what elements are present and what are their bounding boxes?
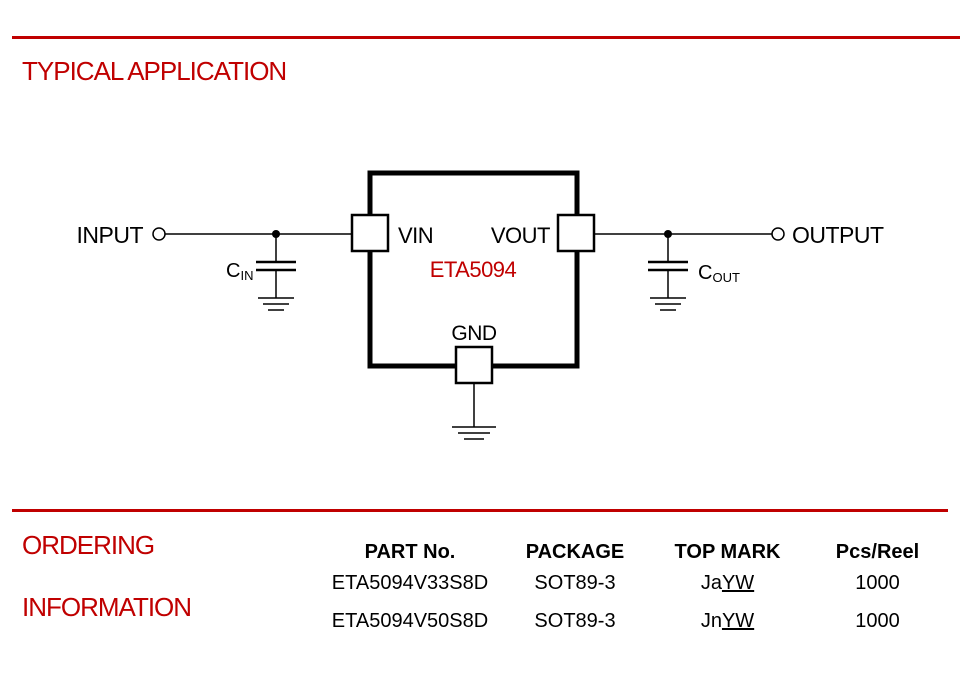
- chip-name: ETA5094: [430, 257, 517, 282]
- output-terminal: [771, 227, 785, 241]
- top-mark-cell: JaYW: [650, 564, 805, 602]
- top-mark-prefix: Jn: [700, 609, 722, 632]
- pcs-reel-cell: 1000: [855, 571, 900, 594]
- ordering-title-line1: ORDERING: [22, 530, 155, 560]
- header-package: PACKAGE: [525, 541, 625, 563]
- top-mark-prefix: Ja: [700, 571, 722, 594]
- pcs-reel-cell: 1000: [855, 609, 900, 632]
- cin-junction-dot: [272, 230, 280, 238]
- vout-pin-label: VOUT: [491, 223, 550, 248]
- ordering-header-row: PART No. PACKAGE TOP MARK Pcs/Reel: [320, 532, 950, 564]
- cin-label-sub: IN: [240, 268, 253, 283]
- vin-pin-label: VIN: [398, 223, 433, 248]
- ordering-divider: [12, 509, 948, 512]
- cin-capacitor: [256, 260, 296, 272]
- header-pcs-reel: Pcs/Reel: [835, 541, 920, 563]
- output-label: OUTPUT: [792, 222, 884, 248]
- table-row: ETA5094V33S8D SOT89-3 JaYW 1000: [320, 564, 950, 602]
- package-cell: SOT89-3: [534, 609, 616, 632]
- package-cell: SOT89-3: [534, 571, 616, 594]
- gnd-pin-label: GND: [451, 322, 497, 345]
- schematic-wires: [165, 233, 772, 440]
- part-number-cell: ETA5094V50S8D: [331, 609, 489, 632]
- table-row: ETA5094V50S8D SOT89-3 JnYW 1000: [320, 602, 950, 640]
- vout-pin: [556, 213, 596, 253]
- header-top-mark: TOP MARK: [674, 541, 781, 563]
- cin-label-main: C: [226, 260, 240, 282]
- input-terminal: [152, 227, 166, 241]
- gnd-pin: [454, 345, 494, 385]
- top-mark-suffix: YW: [721, 571, 755, 594]
- input-label: INPUT: [77, 222, 144, 248]
- top-mark-cell: JnYW: [650, 602, 805, 640]
- cout-label: COUT: [698, 262, 740, 285]
- cout-label-main: C: [698, 262, 712, 284]
- top-divider: [12, 36, 960, 39]
- cout-capacitor: [648, 260, 688, 272]
- vin-pin: [350, 213, 390, 253]
- cout-junction-dot: [664, 230, 672, 238]
- cout-label-sub: OUT: [712, 270, 740, 285]
- typical-application-title: TYPICAL APPLICATION: [22, 56, 287, 86]
- header-part-no: PART No.: [364, 541, 456, 563]
- ordering-table: PART No. PACKAGE TOP MARK Pcs/Reel ETA50…: [320, 532, 950, 640]
- ordering-title-line2: INFORMATION: [22, 592, 192, 622]
- cin-label: CIN: [226, 260, 253, 283]
- top-mark-suffix: YW: [721, 609, 755, 632]
- part-number-cell: ETA5094V33S8D: [331, 571, 489, 594]
